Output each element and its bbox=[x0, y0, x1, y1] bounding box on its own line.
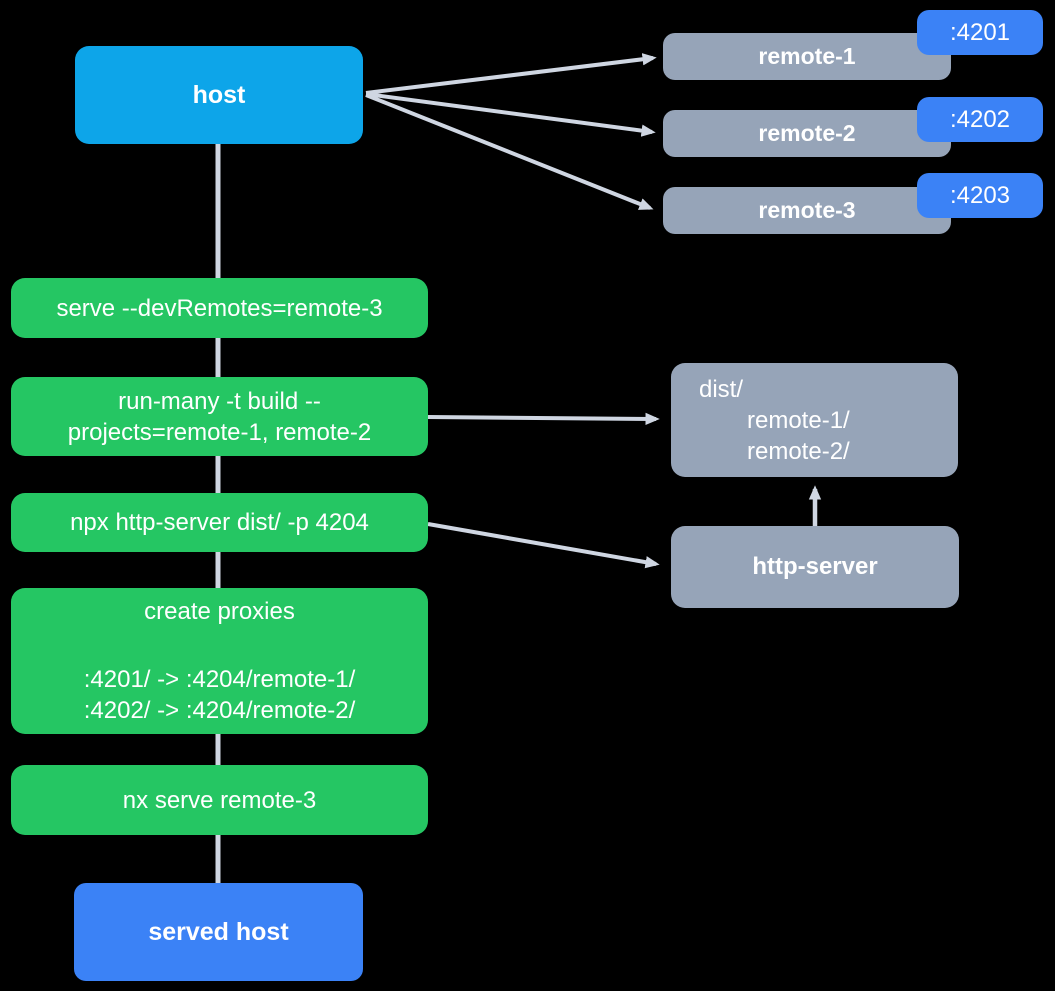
host-to-remote-1-arrow bbox=[365, 53, 657, 95]
node-remote-2: remote-2 bbox=[663, 110, 951, 157]
build-to-dist-arrow bbox=[427, 412, 660, 426]
node-host: host bbox=[75, 46, 363, 144]
node-http-server-command: npx http-server dist/ -p 4204 bbox=[11, 493, 428, 552]
http-server-command-label: npx http-server dist/ -p 4204 bbox=[70, 509, 369, 536]
port-badge-4201: :4201 bbox=[917, 10, 1043, 55]
dist-folder-line-1: dist/ bbox=[699, 375, 744, 403]
port-badge-4203: :4203 bbox=[917, 173, 1043, 218]
run-many-line-2: projects=remote-1, remote-2 bbox=[67, 418, 372, 446]
node-dist-folder: dist/ remote-1/ remote-2/ bbox=[671, 363, 958, 477]
serve-command-label: serve --devRemotes=remote-3 bbox=[56, 294, 383, 322]
host-label: host bbox=[192, 80, 246, 109]
port-4203-label: :4203 bbox=[949, 181, 1011, 209]
node-served-host: served host bbox=[74, 883, 363, 981]
node-serve-command: serve --devRemotes=remote-3 bbox=[11, 278, 428, 338]
nx-serve-command-label: nx serve remote-3 bbox=[122, 786, 317, 814]
run-many-line-1: run-many -t build -- bbox=[118, 387, 321, 415]
node-remote-3: remote-3 bbox=[663, 187, 951, 234]
dist-folder-line-3: remote-2/ bbox=[747, 437, 850, 465]
port-badge-4202: :4202 bbox=[917, 97, 1043, 142]
remote-1-label: remote-1 bbox=[758, 43, 856, 69]
dist-folder-line-2: remote-1/ bbox=[747, 406, 850, 434]
remote-2-label: remote-2 bbox=[758, 120, 856, 146]
host-to-remote-3-arrow bbox=[365, 93, 654, 210]
served-host-label: served host bbox=[148, 917, 289, 946]
proxy-rule-1: :4201/ -> :4204/remote-1/ bbox=[83, 666, 356, 693]
remote-3-label: remote-3 bbox=[758, 197, 856, 223]
http-server-label: http-server bbox=[752, 553, 878, 580]
npx-to-http-server-arrow bbox=[427, 522, 660, 569]
proxy-rule-2: :4202/ -> :4204/remote-2/ bbox=[83, 697, 356, 724]
node-http-server: http-server bbox=[671, 526, 959, 608]
host-to-remote-2-arrow bbox=[365, 92, 656, 137]
node-create-proxies: create proxies :4201/ -> :4204/remote-1/… bbox=[11, 588, 428, 734]
node-remote-1: remote-1 bbox=[663, 33, 951, 80]
port-4201-label: :4201 bbox=[949, 18, 1011, 46]
node-run-many-command: run-many -t build -- projects=remote-1, … bbox=[11, 377, 428, 456]
node-nx-serve-command: nx serve remote-3 bbox=[11, 765, 428, 835]
port-4202-label: :4202 bbox=[949, 105, 1011, 133]
create-proxies-title: create proxies bbox=[144, 598, 295, 625]
